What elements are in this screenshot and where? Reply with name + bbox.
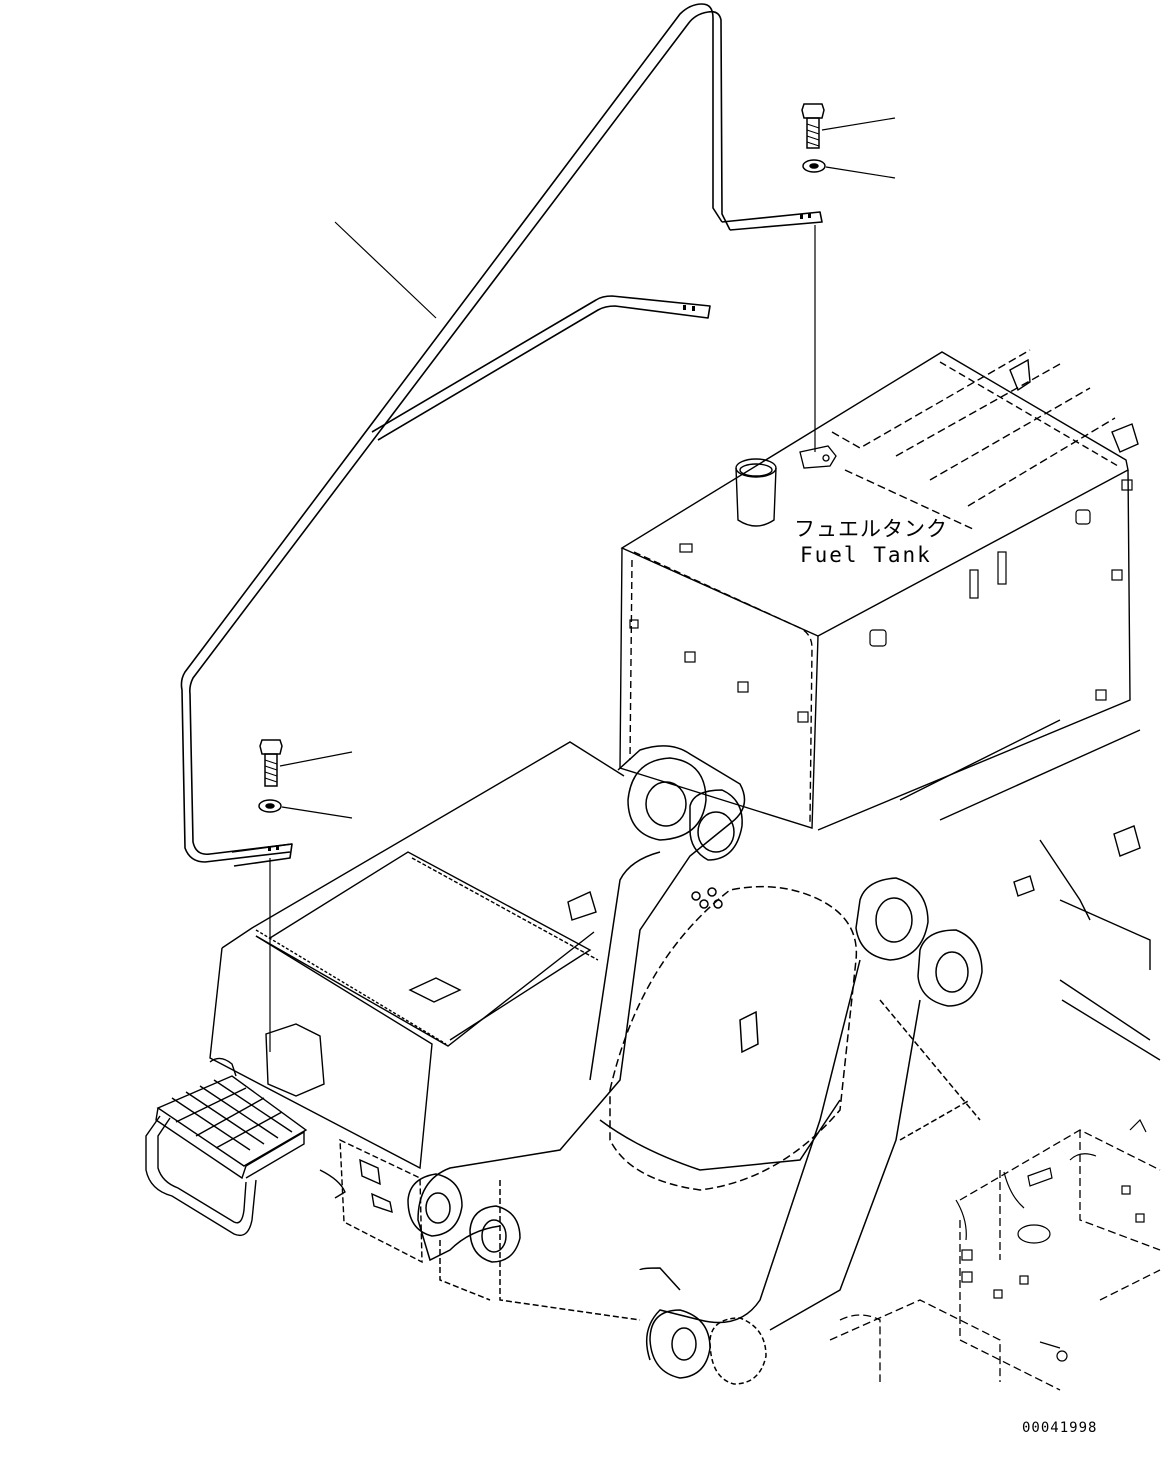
drawing-number: 00041998: [1022, 1420, 1097, 1436]
bolt-upper-icon: [801, 103, 825, 149]
fuel-tank-bracket: [799, 445, 837, 469]
handrail-holes: [268, 213, 811, 851]
rear-frame-details: [955, 1118, 1147, 1362]
revolving-frame: [209, 719, 1161, 1264]
fuel-tank-details: [629, 479, 1133, 723]
fuel-tank-label-en: Fuel Tank: [800, 543, 932, 567]
leader-lines-lower: [269, 221, 437, 1052]
bolt-lower-icon: [259, 739, 283, 787]
washer-lower-icon: [258, 799, 282, 813]
fuel-tank-label-jp: フュエルタンク: [794, 517, 948, 541]
boom-bracket: [407, 745, 983, 1385]
fuel-filler-neck-icon: [735, 458, 777, 527]
washer-upper-icon: [802, 159, 826, 173]
leader-lines-upper: [814, 117, 896, 452]
step-grating-icon: [145, 1057, 308, 1237]
fuel-tank: [619, 349, 1139, 831]
rear-frame: [829, 1129, 1161, 1391]
handrail: [180, 3, 823, 867]
